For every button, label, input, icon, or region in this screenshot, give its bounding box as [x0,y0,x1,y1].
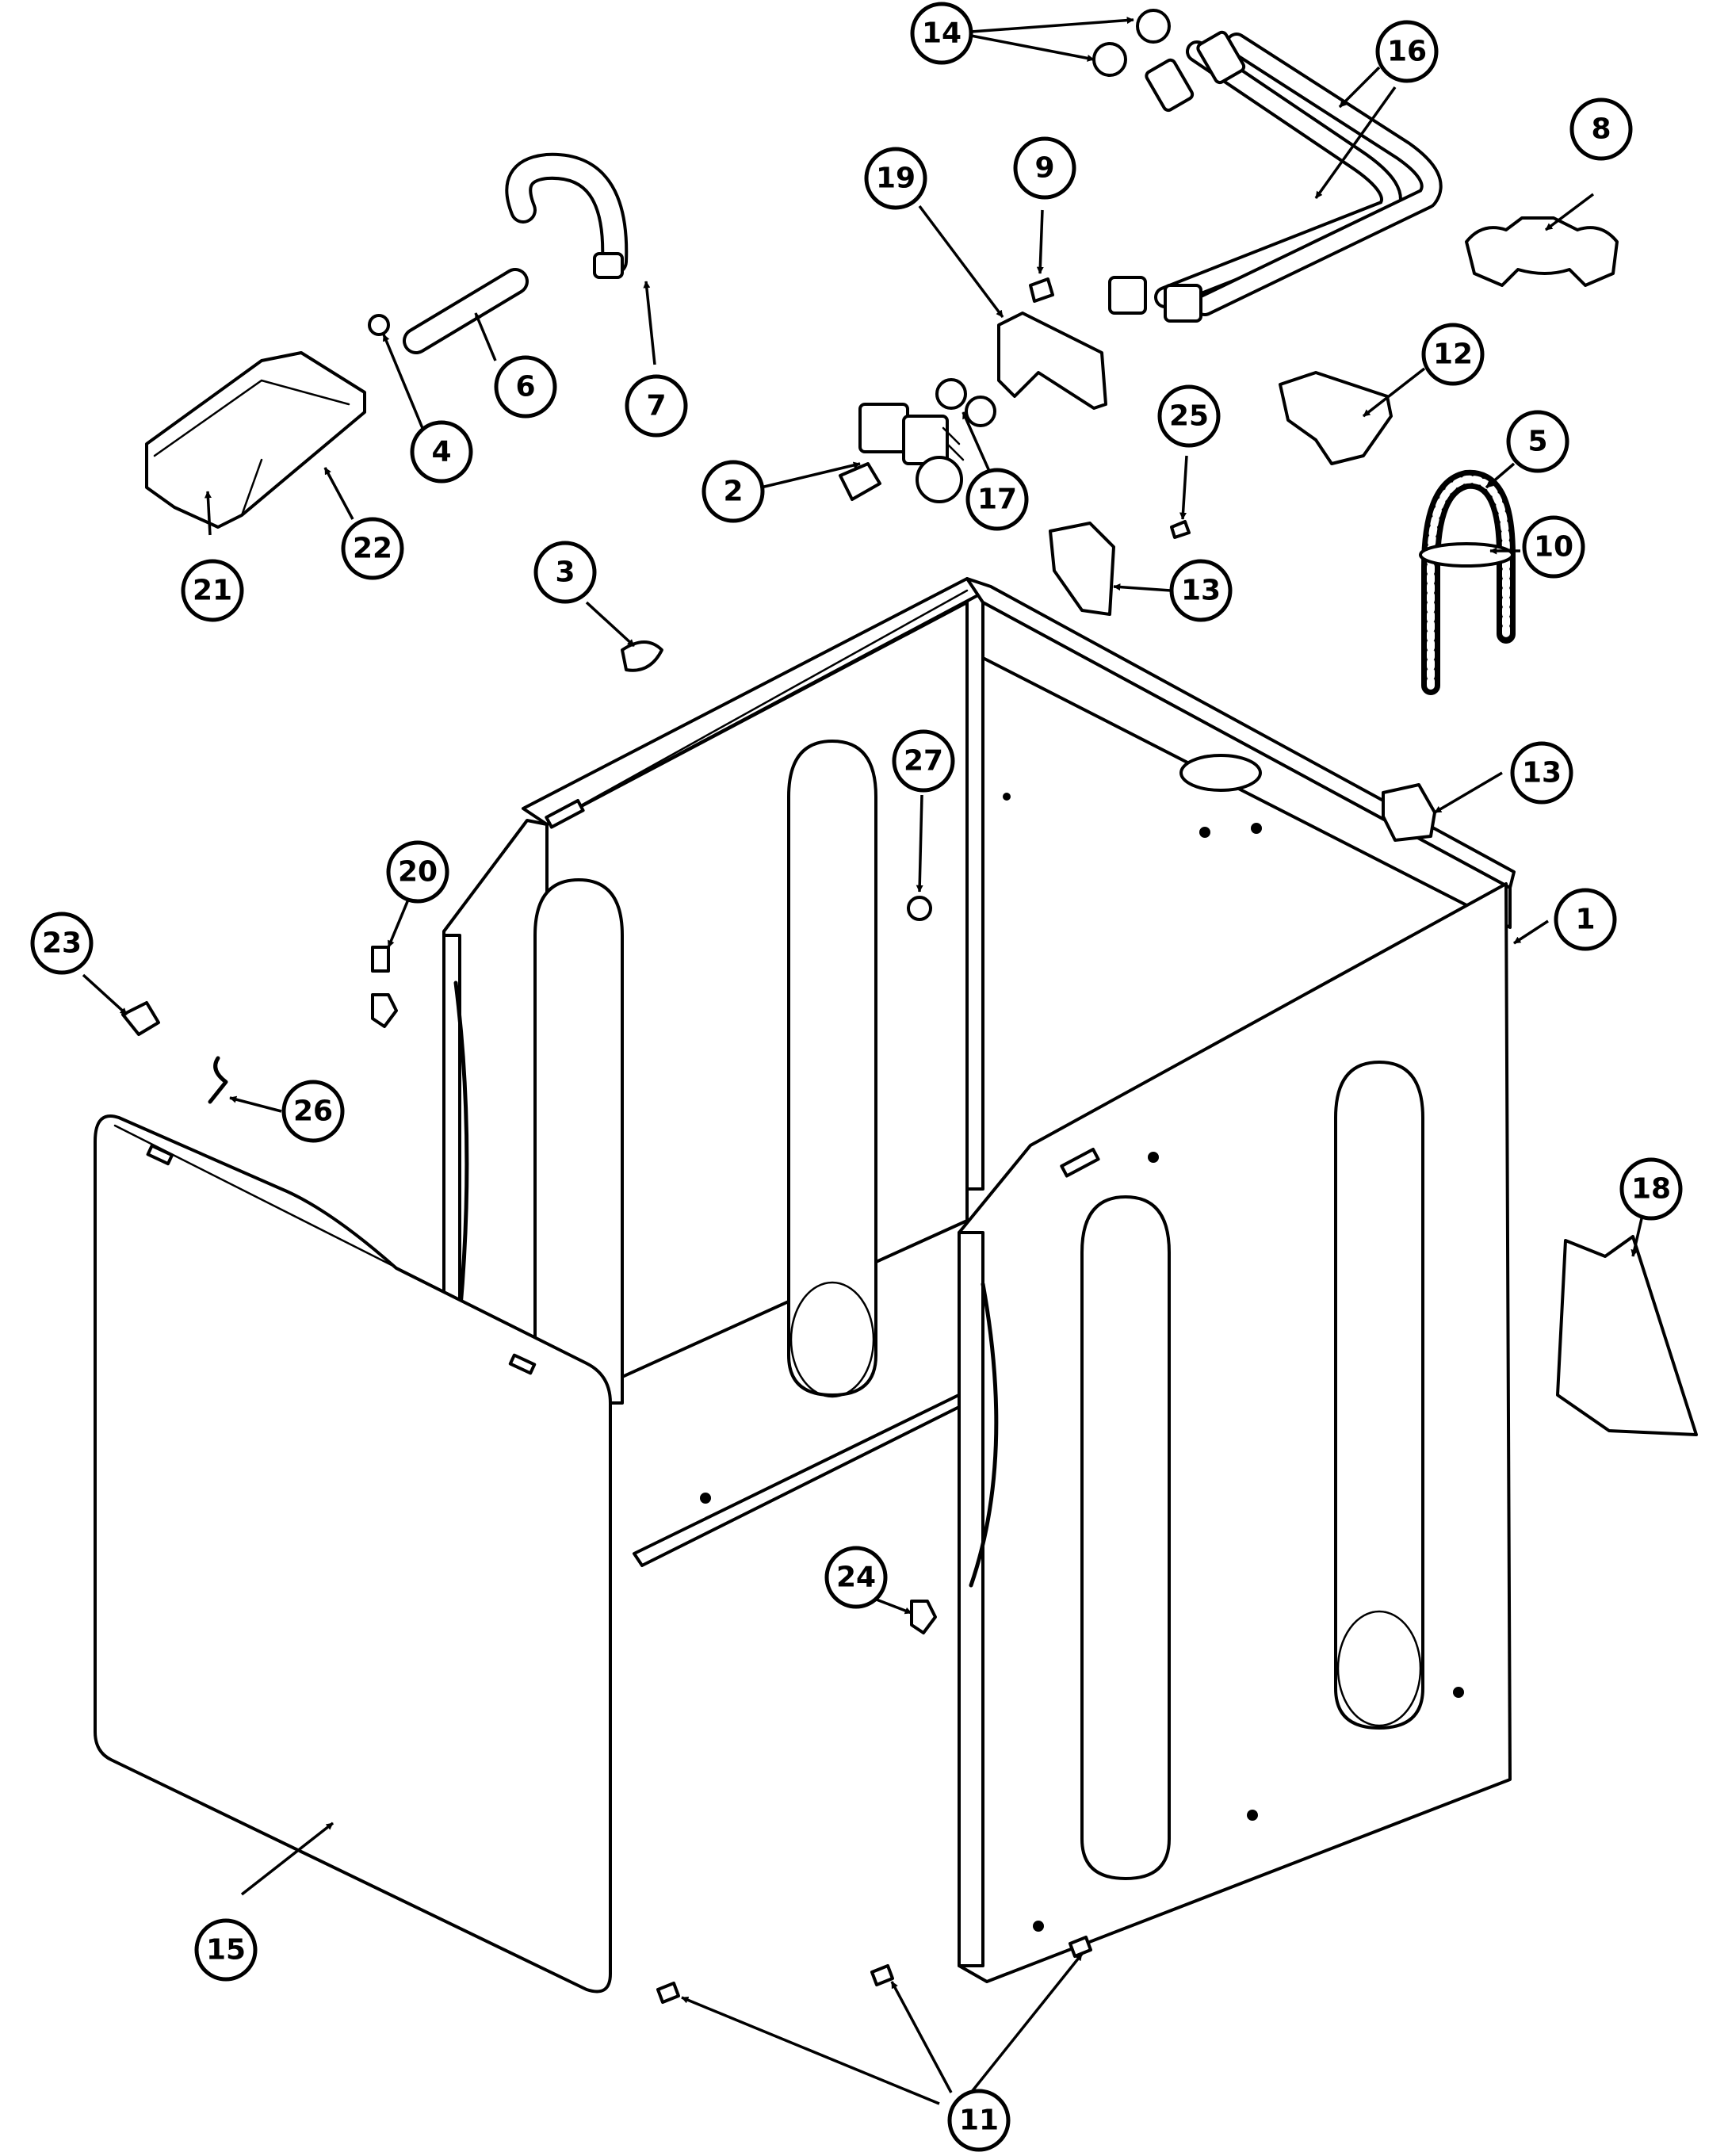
svg-text:27: 27 [904,745,943,778]
svg-text:2: 2 [723,476,743,508]
svg-text:13: 13 [1181,575,1221,607]
callout-14: 14 [910,2,973,65]
cabinet [442,577,1516,1983]
retainer-icon [910,1600,937,1634]
drain-hose [1419,469,1516,695]
curved-hose-inner [508,155,625,272]
svg-text:22: 22 [353,533,392,565]
hose-washer-icon [1136,9,1171,44]
svg-text:17: 17 [977,484,1017,516]
callout-12: 12 [1421,323,1485,386]
water-valve [839,403,965,503]
svg-text:1: 1 [1575,904,1595,936]
front-panel [94,1114,612,1994]
dispenser [145,351,366,529]
callout-22: 22 [341,517,404,580]
grommet-icon [907,896,932,921]
callout-27: 27 [892,729,955,793]
svg-text:9: 9 [1034,152,1054,185]
callout-13b: 13 [1510,741,1573,805]
svg-text:13: 13 [1522,757,1562,789]
svg-text:26: 26 [293,1095,333,1128]
screw-icon [1029,277,1054,303]
support-bracket [1556,1235,1698,1436]
callout-24: 24 [824,1546,888,1609]
svg-text:12: 12 [1433,338,1473,371]
svg-text:3: 3 [555,556,575,589]
callout-9: 9 [1013,136,1076,200]
callout-26: 26 [281,1080,345,1143]
spring-icon [208,1056,228,1104]
svg-text:21: 21 [193,575,232,607]
valve-bracket [997,312,1107,410]
callout-19: 19 [864,147,927,210]
inlet-hoses [1108,30,1443,323]
svg-text:15: 15 [206,1934,246,1967]
callout-17: 17 [965,468,1029,531]
svg-text:24: 24 [836,1562,876,1594]
callout-16: 16 [1375,20,1439,83]
washer-icon [935,378,967,410]
callout-7: 7 [625,374,688,438]
callout-25: 25 [1157,384,1221,448]
fill-hose-inner [406,271,526,351]
svg-text:16: 16 [1387,36,1427,68]
callout-2: 2 [702,460,765,523]
svg-text:8: 8 [1591,113,1611,146]
callout-4: 4 [410,420,473,484]
leader-lines [82,17,1646,2105]
callout-8: 8 [1569,97,1633,161]
callout-15: 15 [194,1918,258,1982]
hose-washer-icon [1092,42,1127,77]
callout-3: 3 [533,541,597,604]
callout-13a: 13 [1169,559,1233,622]
svg-text:7: 7 [646,390,666,422]
callout-5: 5 [1506,410,1569,473]
screw-icon [1170,520,1191,539]
retainer-icon [371,993,398,1028]
callout-6: 6 [494,355,557,419]
svg-text:10: 10 [1534,531,1573,564]
clamp-bracket [1279,371,1393,465]
callout-10: 10 [1522,515,1585,579]
screw-icon [1069,1936,1092,1958]
callout-23: 23 [30,912,94,975]
clamp-ring-icon [368,314,390,336]
hose-clamp-icon [621,640,663,672]
svg-text:20: 20 [398,856,438,889]
callout-11: 11 [947,2089,1011,2152]
svg-text:6: 6 [515,371,535,403]
callout-1: 1 [1554,888,1617,951]
screw-icon [870,1964,894,1986]
svg-text:23: 23 [42,927,82,960]
callout-21: 21 [181,559,244,622]
hose-guide [1049,522,1115,616]
svg-text:4: 4 [431,436,451,468]
hose-coupler-icon [593,252,624,279]
hose-guide [1382,783,1436,842]
svg-text:11: 11 [959,2104,999,2137]
callout-18: 18 [1619,1157,1683,1221]
clip-icon [121,1001,160,1036]
svg-text:5: 5 [1527,426,1547,458]
hose-clip [1465,216,1619,287]
svg-text:18: 18 [1631,1173,1671,1206]
clip-icon [371,946,390,973]
svg-text:14: 14 [922,17,961,50]
svg-text:25: 25 [1169,400,1209,433]
svg-text:19: 19 [876,162,916,195]
washer-icon [965,396,996,427]
callout-20: 20 [386,840,449,904]
screw-icon [656,1982,680,2004]
